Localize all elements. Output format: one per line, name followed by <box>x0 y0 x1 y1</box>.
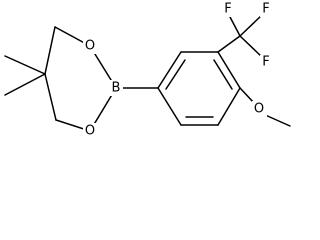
bond-c-f3 <box>239 35 263 58</box>
bond-ar-1-2-inner <box>165 59 186 90</box>
bond-ar-3-4-inner <box>213 59 233 90</box>
bond-c5-c4 <box>44 73 57 121</box>
bond-o-ch3 <box>262 113 291 127</box>
atom-fluorine-2: F <box>262 2 269 17</box>
atom-oxygen-bottom: O <box>85 124 95 139</box>
bond-c6-c5 <box>44 26 56 75</box>
trifluoromethyl-group <box>217 14 263 58</box>
atom-boron: B <box>112 81 121 96</box>
bond-methyl-2 <box>4 73 46 96</box>
atom-labels: O O B O F F F <box>83 2 273 139</box>
structure-svg: O O B O F F F <box>4 2 291 139</box>
bond-c-f2 <box>239 14 263 37</box>
benzene-ring <box>157 51 241 126</box>
bond-ar-cf3 <box>217 35 241 53</box>
atom-oxygen-methoxy: O <box>254 102 264 117</box>
molecule-diagram: O O B O F F F <box>4 2 291 139</box>
bond-ar-4-5 <box>217 87 241 126</box>
bond-c-f1 <box>228 14 241 37</box>
bond-methyl-1 <box>4 55 46 75</box>
dioxaborinane-ring <box>44 26 117 132</box>
atom-fluorine-3: F <box>262 55 269 70</box>
bond-ar-3-4 <box>217 51 241 89</box>
bond-ar-1-2 <box>157 51 182 89</box>
atom-oxygen-top: O <box>85 39 95 54</box>
gem-dimethyl <box>4 55 46 96</box>
atom-fluorine-1: F <box>224 2 231 17</box>
bond-ar-6-1 <box>157 87 182 126</box>
